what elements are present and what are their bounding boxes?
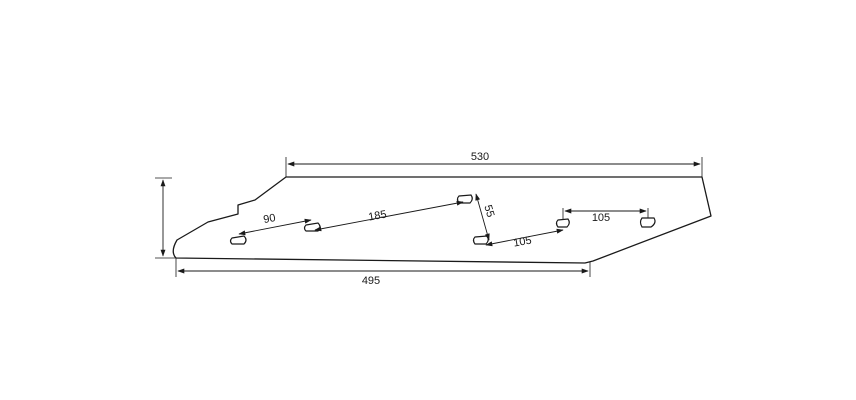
dimension-label-bottom-length: 495 <box>362 275 380 287</box>
dimension-line-hole-spacing-2 <box>314 200 464 232</box>
dimension-label-hole-spacing-4: 105 <box>592 212 610 224</box>
dimension-label-hole-offset: 55 <box>481 204 496 219</box>
dimension-line-hole-spacing-3 <box>485 228 564 247</box>
mounting-hole-3 <box>456 194 473 204</box>
mounting-hole-4 <box>472 235 489 245</box>
dimension-line-hole-spacing-1 <box>238 218 312 236</box>
mounting-hole-1 <box>229 235 247 245</box>
dimension-label-hole-spacing-2: 185 <box>367 209 387 224</box>
mounting-hole-6 <box>639 217 656 228</box>
dimension-label-top-length: 530 <box>471 151 489 163</box>
dimension-label-hole-spacing-3: 105 <box>512 235 532 250</box>
blade-outline <box>172 176 712 264</box>
dimension-label-hole-spacing-1: 90 <box>262 212 276 226</box>
mounting-hole-5 <box>555 218 570 228</box>
